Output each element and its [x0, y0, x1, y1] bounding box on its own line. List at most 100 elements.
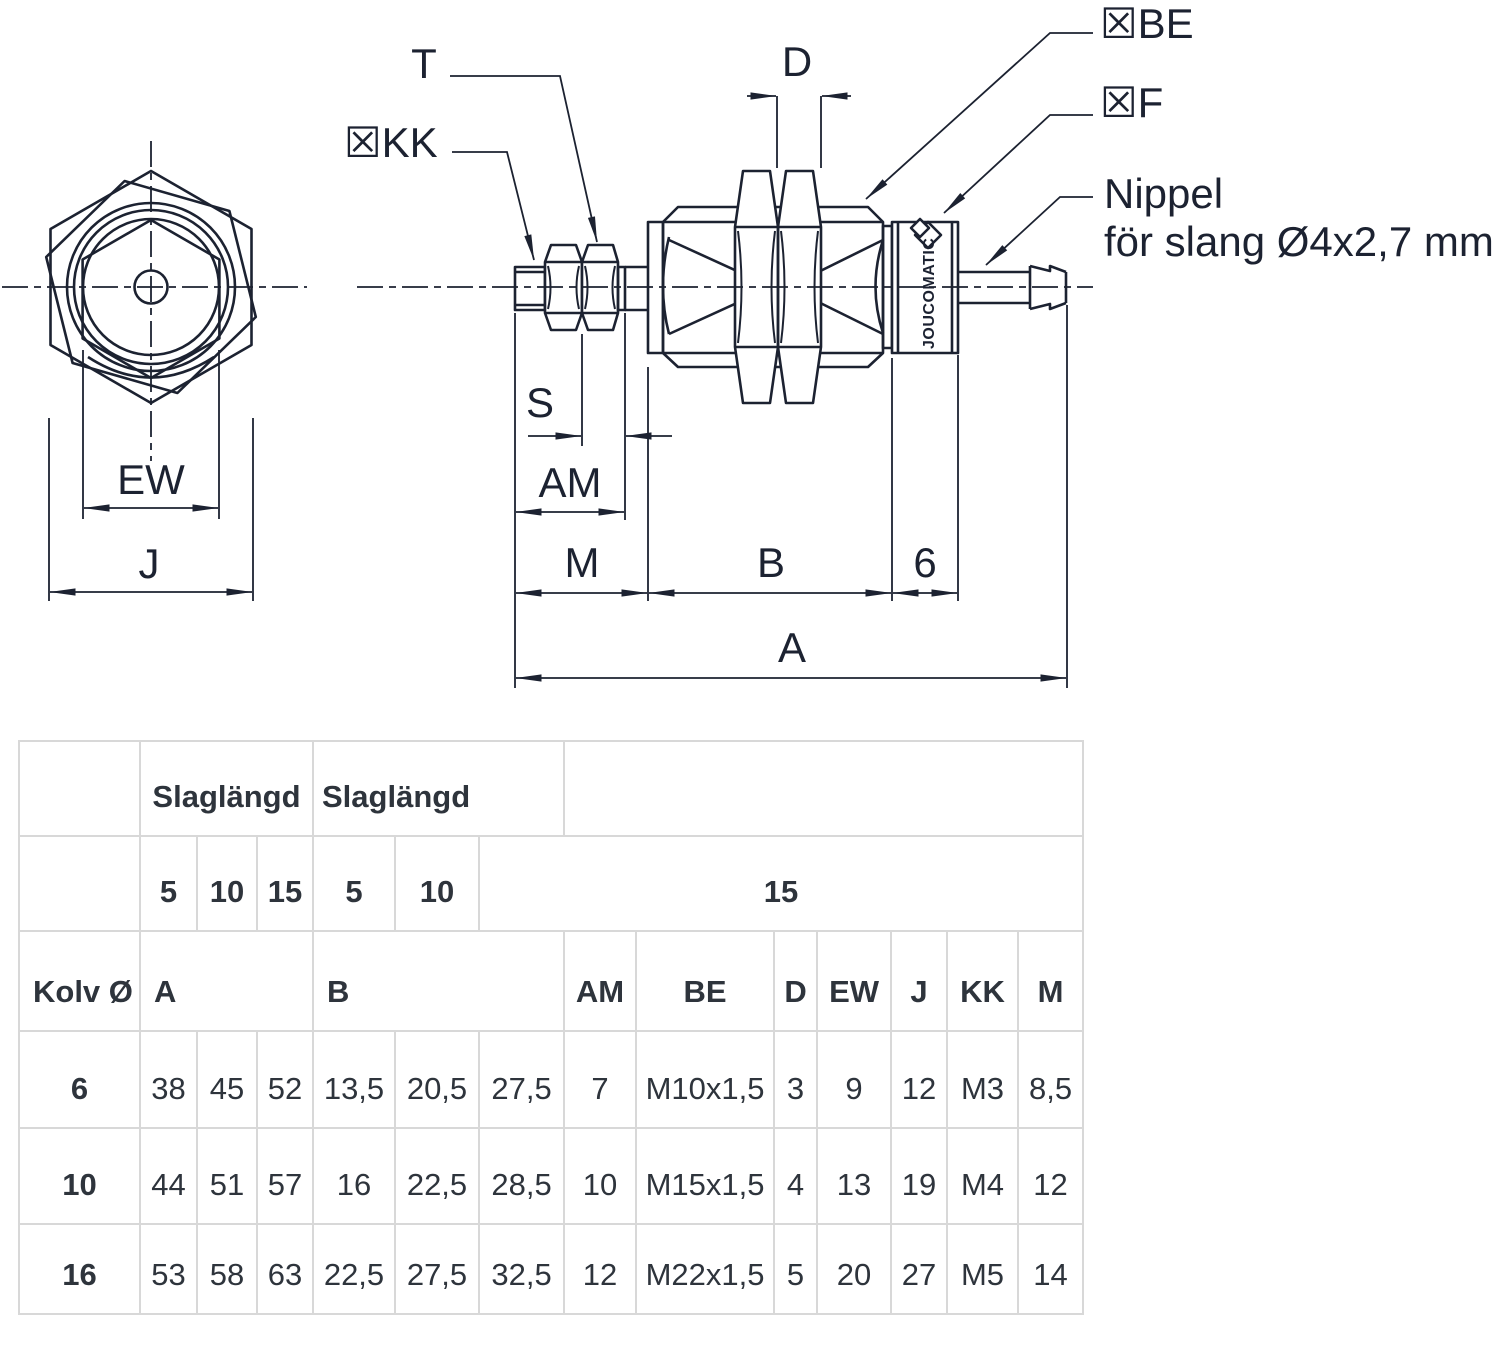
label-6: 6: [913, 539, 936, 586]
brand-logo-icon-small: [909, 217, 931, 239]
cell: 27: [890, 1223, 949, 1315]
cell: 22,5: [394, 1127, 480, 1225]
empty-cell: [563, 740, 1085, 837]
cell: 3: [773, 1030, 819, 1129]
cell: M10x1,5: [635, 1030, 776, 1129]
cell: 27,5: [477, 1030, 566, 1129]
centerlines: [2, 141, 1093, 461]
cell: 7: [563, 1030, 638, 1129]
header-row-stroke-values: 5 10 15 5 10 15: [18, 835, 1085, 932]
col-am-header: AM: [563, 930, 638, 1032]
cell: M3: [946, 1030, 1020, 1129]
cell: 28,5: [477, 1127, 566, 1225]
label-ew: EW: [117, 456, 185, 503]
rod-end: [513, 265, 547, 312]
empty-cell: [18, 740, 141, 837]
label-kk: ☒KK: [344, 119, 438, 166]
cell: 45: [196, 1030, 258, 1129]
cell: 8,5: [1017, 1030, 1085, 1129]
cell: 13: [816, 1127, 893, 1225]
cell: 32,5: [477, 1223, 566, 1315]
cell: 51: [196, 1127, 258, 1225]
leader-nippel: [985, 196, 1093, 266]
kolv-value: 16: [18, 1223, 141, 1315]
brand-text: JOUCOMATIC: [921, 238, 938, 349]
col-kk-header: KK: [946, 930, 1020, 1032]
stroke-b-10: 10: [394, 835, 480, 932]
col-b-header: B: [311, 930, 566, 1032]
stroke-a-15: 15: [256, 835, 314, 932]
cell: 44: [139, 1127, 198, 1225]
leader-f: [943, 114, 1093, 214]
cell: 12: [890, 1030, 949, 1129]
hose-nipple: [958, 264, 1068, 311]
stroke-b-15-merged: 15: [477, 835, 1085, 932]
side-view: [513, 169, 1068, 405]
header-row-stroke: Slaglängd Slaglängd: [18, 740, 1085, 837]
cell: 12: [1017, 1127, 1085, 1225]
col-j-header: J: [890, 930, 949, 1032]
stroke-a-10: 10: [196, 835, 258, 932]
label-f: ☒F: [1100, 79, 1163, 126]
mounting-nut-2: [776, 169, 823, 405]
cell: 58: [196, 1223, 258, 1315]
label-be: ☒BE: [1100, 0, 1194, 47]
cell: M4: [946, 1127, 1020, 1225]
cell: 20: [816, 1223, 893, 1315]
slaglangd-a-header: Slaglängd: [139, 740, 314, 837]
label-s: S: [526, 379, 554, 426]
cell: 16: [312, 1127, 396, 1225]
table-row: 16 53 58 63 22,5 27,5 32,5 12 M22x1,5 5 …: [18, 1223, 1085, 1315]
col-d-header: D: [773, 930, 819, 1032]
col-be-header: BE: [635, 930, 776, 1032]
label-j: J: [139, 540, 160, 587]
label-d: D: [782, 38, 812, 85]
cell: 5: [773, 1223, 819, 1315]
label-am: AM: [539, 459, 602, 506]
cell: 63: [256, 1223, 314, 1315]
leader-be: [865, 32, 1093, 200]
col-ew-header: EW: [816, 930, 893, 1032]
label-t: T: [411, 40, 437, 87]
cell: 14: [1017, 1223, 1085, 1315]
cell: M15x1,5: [635, 1127, 776, 1225]
washer: [616, 265, 627, 312]
mounting-nut-1: [733, 169, 780, 405]
cell: 20,5: [394, 1030, 480, 1129]
cell: 52: [256, 1030, 314, 1129]
dimension-lines: [48, 32, 1093, 688]
table-row: 6 38 45 52 13,5 20,5 27,5 7 M10x1,5 3 9 …: [18, 1030, 1085, 1129]
stroke-a-5: 5: [139, 835, 198, 932]
leader-t: [450, 75, 598, 243]
empty-cell: [18, 835, 141, 932]
cell: M22x1,5: [635, 1223, 776, 1315]
rod-hole: [133, 269, 169, 305]
cell: 57: [256, 1127, 314, 1225]
label-b: B: [757, 539, 785, 586]
dimensions-table: Slaglängd Slaglängd 5 10 15 5 10 15 Kolv…: [18, 740, 1085, 1315]
drawing-labels: T ☒KK D ☒BE ☒F Nippel för slang Ø4x2,7 m…: [117, 0, 1494, 671]
outer-hexagon-rotated: [44, 179, 258, 395]
stroke-b-5: 5: [312, 835, 396, 932]
col-a-header: A: [139, 930, 314, 1032]
table-row: 10 44 51 57 16 22,5 28,5 10 M15x1,5 4 13…: [18, 1127, 1085, 1225]
cell: M5: [946, 1223, 1020, 1315]
cell: 27,5: [394, 1223, 480, 1315]
cell: 12: [563, 1223, 638, 1315]
label-nippel-line1: Nippel: [1104, 170, 1223, 217]
cell: 38: [139, 1030, 198, 1129]
col-m-header: M: [1017, 930, 1085, 1032]
kolv-value: 10: [18, 1127, 141, 1225]
label-a: A: [778, 624, 806, 671]
technical-drawing: T ☒KK D ☒BE ☒F Nippel för slang Ø4x2,7 m…: [2, 0, 1494, 688]
leader-kk: [452, 151, 535, 261]
slaglangd-b-header: Slaglängd: [311, 740, 566, 837]
label-nippel-line2: för slang Ø4x2,7 mm: [1104, 218, 1494, 265]
kolv-value: 6: [18, 1030, 141, 1129]
cell: 4: [773, 1127, 819, 1225]
cell: 10: [563, 1127, 638, 1225]
kolv-header: Kolv Ø: [18, 930, 141, 1032]
cell: 9: [816, 1030, 893, 1129]
cell: 19: [890, 1127, 949, 1225]
